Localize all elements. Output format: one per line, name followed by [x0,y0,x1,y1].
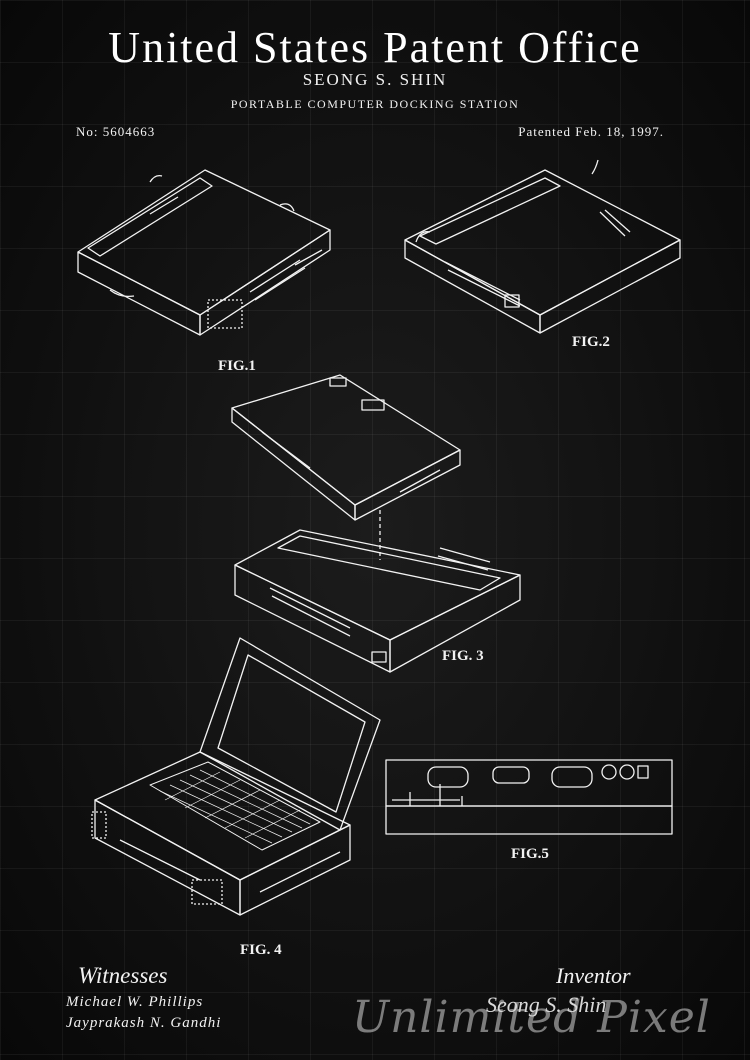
fig5-drawing [385,759,673,835]
patent-subject: PORTABLE COMPUTER DOCKING STATION [230,97,520,111]
fig4-label: FIG. 4 [240,942,282,958]
inventor-heading: Inventor [556,963,631,988]
patent-number: No: 5604663 [76,124,156,139]
witnesses-heading: Witnesses [78,963,168,988]
fig4-drawing [91,637,381,916]
fig3-drawing [231,374,521,673]
inventor-signature: Seong S. Shin [486,992,607,1017]
page-title: United States Patent Office [108,23,642,72]
fig2-drawing [404,159,681,334]
fig2-label: FIG.2 [572,334,610,350]
fig1-label: FIG.1 [218,358,256,374]
inventor-name: SEONG S. SHIN [302,70,448,89]
fig3-label: FIG. 3 [442,648,484,664]
watermark-logo: Unlimited Pixel [352,992,711,1043]
witness-name: Jayprakash N. Gandhi [66,1015,222,1031]
witness-name: Michael W. Phillips [66,994,204,1010]
fig1-drawing [77,169,331,336]
fig5-label: FIG.5 [511,846,549,862]
patent-date: Patented Feb. 18, 1997. [518,124,664,139]
